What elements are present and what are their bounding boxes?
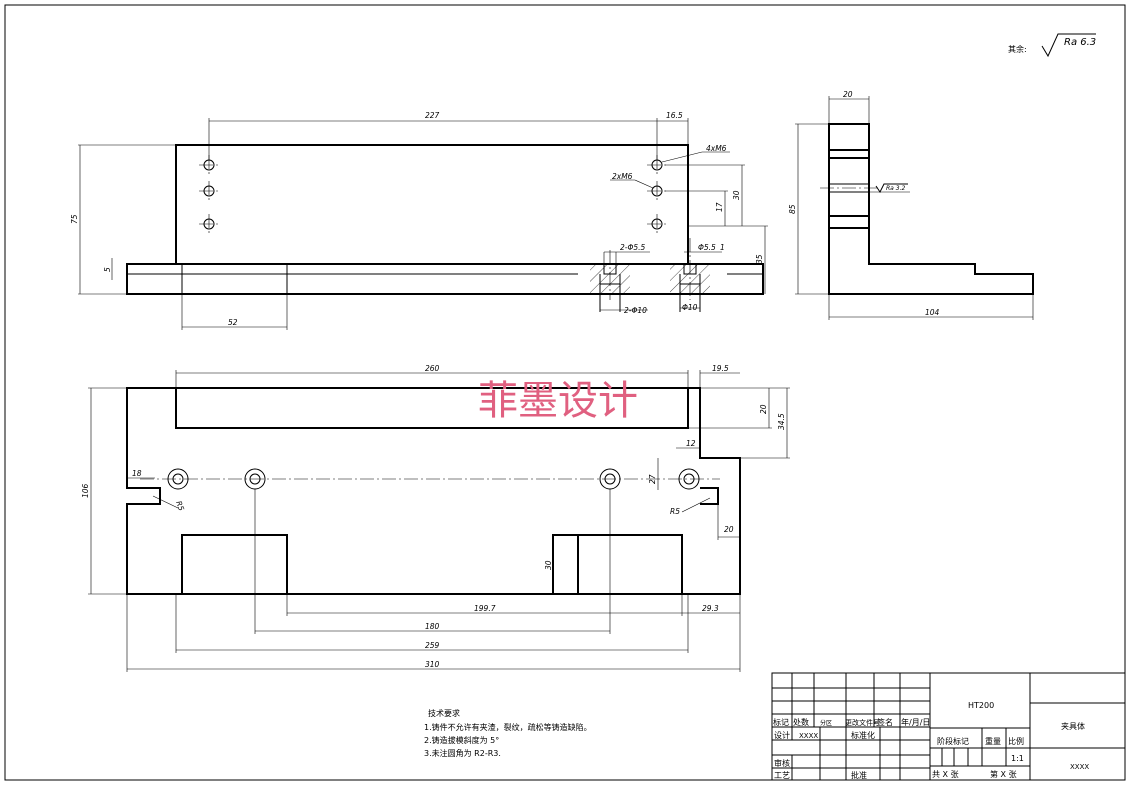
roughness-symbol-icon — [1041, 33, 1096, 58]
svg-text:19.5: 19.5 — [712, 364, 729, 373]
svg-text:标准化: 标准化 — [851, 730, 875, 740]
svg-text:1.铸件不允许有夹渣，裂纹，疏松等铸造缺陷。: 1.铸件不允许有夹渣，裂纹，疏松等铸造缺陷。 — [424, 722, 592, 732]
svg-text:第 X 张: 第 X 张 — [990, 769, 1017, 779]
svg-text:处数: 处数 — [793, 717, 809, 727]
svg-text:30: 30 — [544, 560, 553, 570]
svg-text:35: 35 — [755, 254, 764, 264]
svg-text:2xM6: 2xM6 — [612, 172, 633, 181]
svg-text:227: 227 — [425, 111, 440, 120]
tech-requirements-title: 技术要求 — [428, 708, 460, 718]
tech-requirements: 技术要求 1.铸件不允许有夹渣，裂纹，疏松等铸造缺陷。 2.铸造拔模斜度为 5°… — [424, 708, 592, 758]
svg-text:XXXX: XXXX — [799, 732, 818, 740]
svg-text:2-Φ5.5: 2-Φ5.5 — [620, 243, 646, 252]
front-view: 227 16.5 75 5 52 35 30 17 4xM6 2xM6 2-Φ5… — [70, 111, 768, 330]
svg-text:27: 27 — [648, 474, 657, 484]
svg-text:75: 75 — [70, 214, 79, 224]
top-view-plate — [175, 387, 689, 429]
svg-text:20: 20 — [843, 90, 853, 99]
svg-text:签名: 签名 — [877, 717, 893, 727]
roughness-note: 其余: Ra 6.3 — [1008, 33, 1096, 58]
svg-text:Ra 6.3: Ra 6.3 — [1064, 37, 1096, 48]
svg-text:4xM6: 4xM6 — [706, 144, 727, 153]
svg-text:259: 259 — [425, 641, 440, 650]
svg-text:2-Φ10: 2-Φ10 — [624, 306, 647, 315]
svg-text:3.未注圆角为 R2-R3.: 3.未注圆角为 R2-R3. — [424, 748, 501, 758]
front-view-base — [126, 263, 764, 295]
svg-text:R5: R5 — [174, 500, 186, 513]
svg-text:2.铸造拔模斜度为 5°: 2.铸造拔模斜度为 5° — [424, 735, 499, 745]
svg-text:20: 20 — [759, 404, 768, 414]
top-view-pocket-right — [552, 534, 683, 595]
svg-text:30: 30 — [732, 190, 741, 200]
svg-text:260: 260 — [425, 364, 440, 373]
svg-text:Φ10: Φ10 — [682, 303, 698, 312]
svg-text:85: 85 — [788, 204, 797, 214]
svg-text:年/月/日: 年/月/日 — [901, 717, 930, 727]
svg-text:199.7: 199.7 — [474, 604, 496, 613]
top-view: 260 19.5 20 34.5 12 27 18 R5 R5 20 106 3… — [81, 364, 790, 672]
svg-text:其余:: 其余: — [1008, 44, 1027, 54]
top-view-pocket-left — [181, 534, 288, 595]
svg-text:比例: 比例 — [1008, 736, 1024, 746]
svg-text:设计: 设计 — [774, 730, 790, 740]
svg-text:180: 180 — [425, 622, 440, 631]
svg-text:Ra 3.2: Ra 3.2 — [886, 185, 905, 192]
svg-text:12: 12 — [686, 439, 696, 448]
svg-text:1: 1 — [720, 243, 725, 252]
svg-text:共 X 张: 共 X 张 — [932, 770, 959, 779]
svg-text:标记: 标记 — [773, 717, 789, 727]
svg-text:Φ5.5: Φ5.5 — [698, 243, 716, 252]
svg-text:重量: 重量 — [985, 736, 1001, 746]
svg-text:工艺: 工艺 — [774, 771, 790, 780]
watermark: 菲墨设计 — [478, 378, 638, 424]
hole-marks-right — [647, 155, 667, 234]
svg-text:52: 52 — [228, 318, 238, 327]
svg-text:批准: 批准 — [851, 770, 867, 780]
svg-text:更改文件号: 更改文件号 — [845, 718, 880, 727]
svg-text:106: 106 — [81, 483, 90, 498]
svg-text:29.3: 29.3 — [702, 604, 719, 613]
svg-text:18: 18 — [132, 469, 142, 478]
svg-text:R5: R5 — [670, 507, 680, 516]
svg-text:16.5: 16.5 — [666, 111, 683, 120]
top-holes — [167, 468, 700, 490]
side-view: 20 85 104 Ra 3.2 — [788, 90, 1034, 320]
part-name: 夹具体 — [1061, 721, 1085, 731]
side-view-outline — [828, 123, 1034, 295]
svg-text:34.5: 34.5 — [777, 413, 786, 430]
hole-marks-left — [199, 155, 219, 234]
scale-value: 1:1 — [1011, 754, 1024, 763]
drawing-number: XXXX — [1070, 763, 1089, 771]
svg-text:5: 5 — [103, 267, 112, 272]
svg-text:104: 104 — [925, 308, 940, 317]
drawing-frame — [4, 4, 1126, 781]
front-view-plate — [175, 144, 689, 265]
svg-text:20: 20 — [724, 525, 734, 534]
svg-text:310: 310 — [425, 660, 440, 669]
top-view-outline — [126, 387, 741, 595]
svg-text:分区: 分区 — [820, 719, 832, 727]
roughness-symbol-icon — [869, 183, 910, 193]
title-block: 标记 处数 分区 更改文件号 签名 年/月/日 设计 XXXX 标准化 审核 工… — [771, 672, 1126, 781]
svg-text:审核: 审核 — [774, 758, 790, 768]
svg-text:阶段标记: 阶段标记 — [937, 736, 969, 746]
svg-text:17: 17 — [715, 202, 724, 212]
material-label: HT200 — [968, 701, 994, 710]
